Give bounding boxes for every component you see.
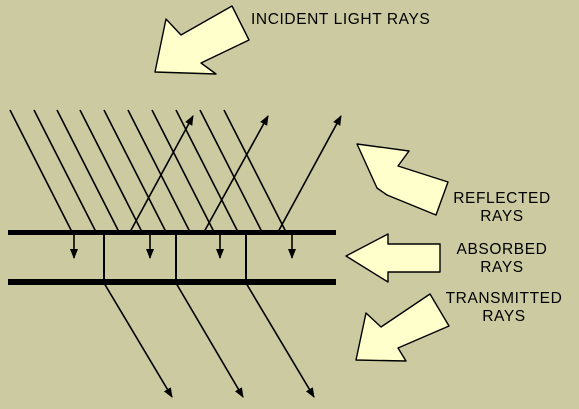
material-slab [8,230,336,285]
reflected-ray [203,115,269,233]
transmitted-label-line: TRANSMITTED [445,290,563,307]
reflected-ray [277,115,342,233]
incident-ray [56,109,120,233]
incident-ray [79,109,143,233]
slab-top-surface [8,230,336,235]
transmitted-rays [103,282,315,398]
incident-ray [199,109,263,233]
incident-ray [151,109,215,233]
incident-ray [103,109,167,233]
block-arrow-down-left-icon [355,293,450,362]
block-arrow-up-left-icon [356,143,449,216]
incident-ray [175,109,239,233]
reflected-ray [129,115,194,233]
transmitted-ray [245,282,315,398]
transmitted-ray [103,282,173,398]
transmitted-ray [175,282,244,398]
reflected-rays-label: REFLECTED RAYS [446,190,558,226]
block-arrow-down-left-icon [154,5,250,75]
incident-ray [9,109,73,233]
absorbed-rays-label: ABSORBED RAYS [446,241,558,277]
absorbed-rays [70,235,296,259]
incident-light-rays-label: INCIDENT LIGHT RAYS [251,11,431,28]
incident-ray [223,109,287,233]
incident-ray [33,109,97,233]
slab-bottom-surface [8,279,336,285]
absorbed-label-line: ABSORBED [456,241,548,258]
transmitted-rays-label: TRANSMITTED RAYS [436,290,572,326]
reflected-label-line: RAYS [480,208,524,225]
block-arrow-left-icon [345,233,441,283]
incident-rays [9,109,287,233]
transmitted-label-line: RAYS [482,308,526,325]
reflected-rays [129,115,342,233]
absorbed-label-line: RAYS [480,259,524,276]
incident-ray [127,109,191,233]
reflected-label-line: REFLECTED [453,190,551,207]
